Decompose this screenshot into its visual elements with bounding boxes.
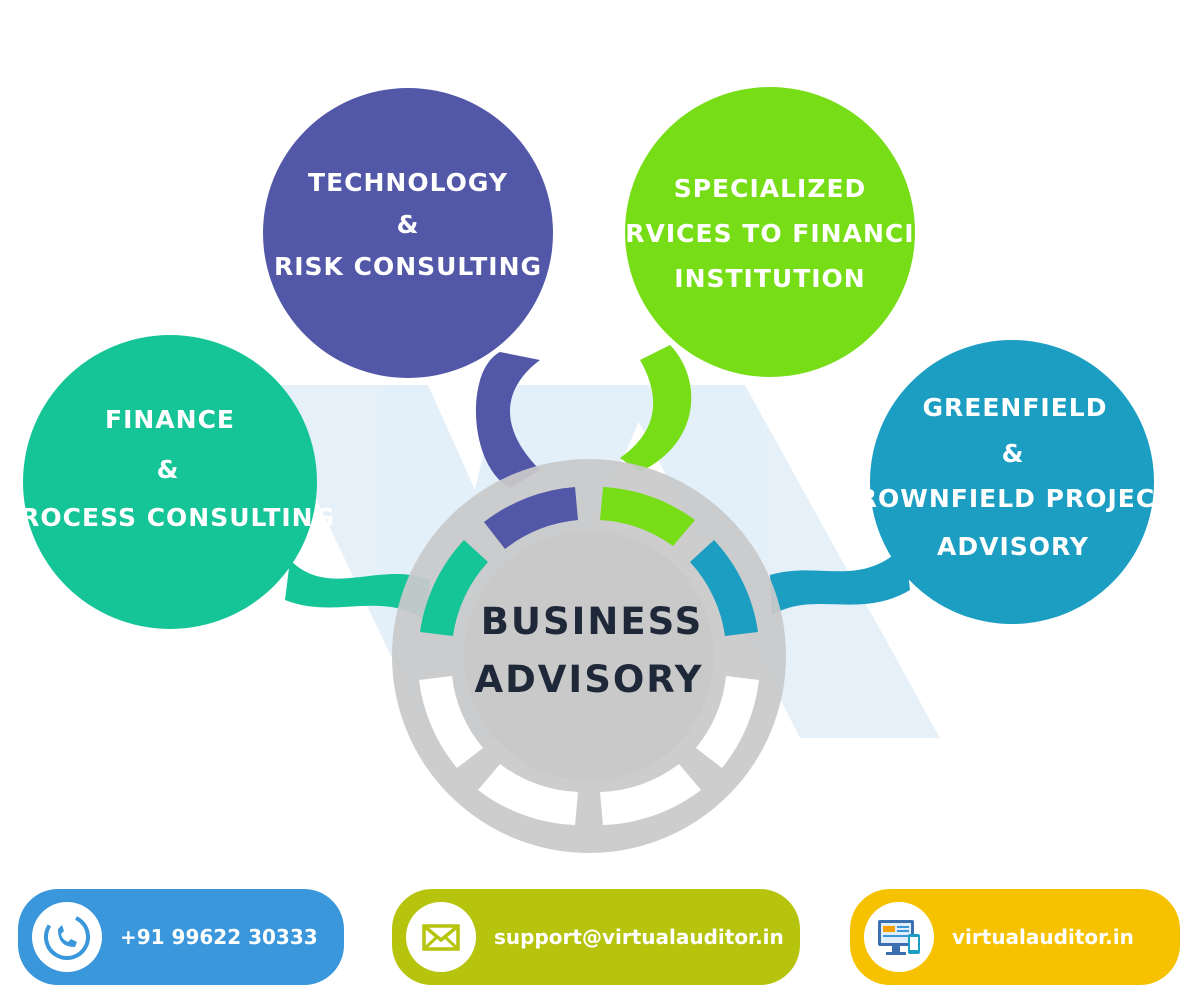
specialized-line3: INSTITUTION [674, 264, 865, 293]
bubble-specialized: SPECIALIZED SERVICES TO FINANCIAL INSTIT… [588, 87, 952, 472]
greenfield-line1: GREENFIELD [923, 393, 1108, 422]
website-label[interactable]: virtualauditor.in [952, 925, 1134, 949]
finance-line1: FINANCE [105, 405, 235, 434]
technology-line2: & [397, 210, 420, 239]
email-label[interactable]: support@virtualauditor.in [494, 925, 784, 949]
bubble-greenfield: GREENFIELD & BROWNFIELD PROJECTS ADVISOR… [770, 340, 1193, 624]
email-icon-circle [406, 902, 476, 972]
technology-line1: TECHNOLOGY [308, 168, 508, 197]
hub-wheel: BUSINESS ADVISORY [392, 459, 786, 853]
phone-label[interactable]: +91 99622 30333 [120, 925, 318, 949]
bubble-finance: FINANCE & PROCESS CONSULTING [1, 335, 430, 629]
specialized-line2: SERVICES TO FINANCIAL [588, 219, 952, 248]
finance-line2: & [157, 455, 180, 484]
technology-line3: RISK CONSULTING [274, 252, 542, 281]
phone-icon [44, 914, 90, 960]
phone-pill[interactable]: +91 99622 30333 [18, 889, 344, 985]
web-icon-circle [864, 902, 934, 972]
website-pill[interactable]: virtualauditor.in [850, 889, 1180, 985]
bubble-technology: TECHNOLOGY & RISK CONSULTING [263, 88, 553, 488]
specialized-line1: SPECIALIZED [674, 174, 867, 203]
monitor-icon [878, 920, 920, 955]
greenfield-line4: ADVISORY [937, 532, 1089, 561]
hub-title-line2: ADVISORY [474, 658, 703, 701]
hub-title-line1: BUSINESS [481, 600, 704, 643]
greenfield-line2: & [1002, 439, 1025, 468]
email-pill[interactable]: support@virtualauditor.in [392, 889, 800, 985]
envelope-icon [422, 924, 460, 951]
finance-line3: PROCESS CONSULTING [1, 503, 335, 532]
phone-icon-circle [32, 902, 102, 972]
greenfield-line3: BROWNFIELD PROJECTS [838, 484, 1193, 513]
